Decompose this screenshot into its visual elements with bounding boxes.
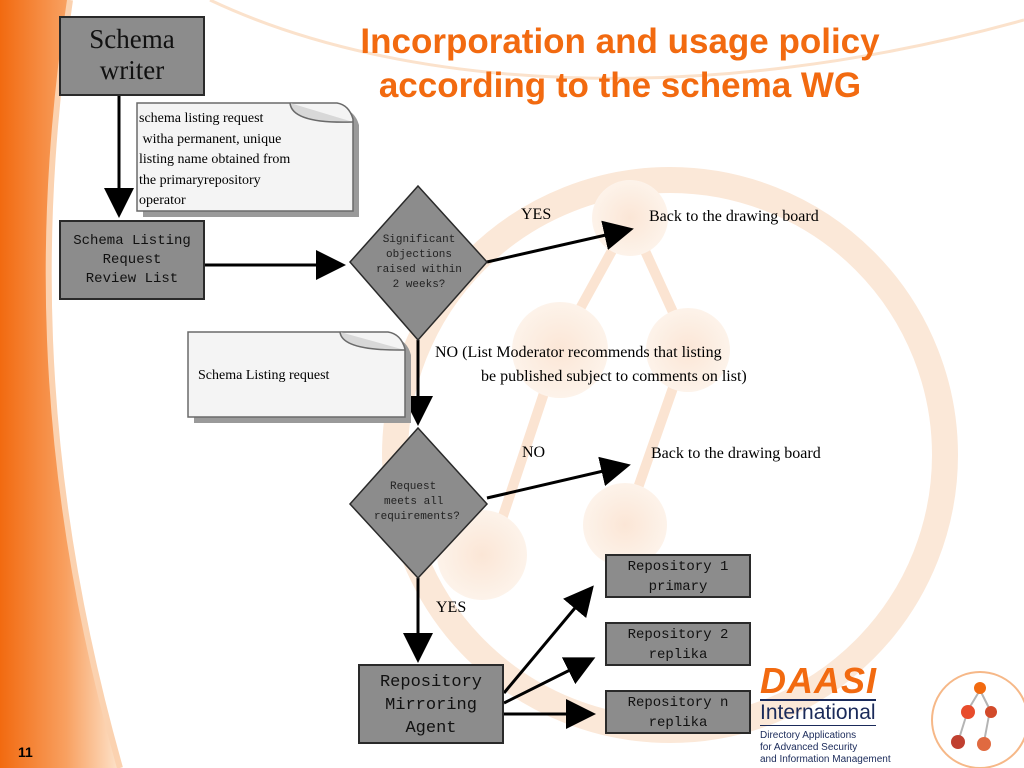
- arrow-decision1-yes: [486, 220, 634, 264]
- mirroring-agent-box: Repository Mirroring Agent: [358, 664, 504, 744]
- schema-writer-line-2: writer: [99, 55, 165, 85]
- logo-tree-icon: [931, 671, 1024, 768]
- top-curve: [209, 0, 1024, 80]
- decision-requirements-line-2: meets all: [384, 496, 444, 508]
- decision-objections-shape: [348, 184, 489, 342]
- listing-request-note-line-2: witha permanent, unique: [139, 131, 282, 147]
- slide-title-line-1: Incorporation and usage policy: [360, 22, 880, 61]
- logo-tagline-line-3: and Information Management: [760, 754, 891, 765]
- decision-objections-label: Significant objections raised within 2 w…: [355, 233, 483, 293]
- repository-primary-line-1: Repository 1: [627, 559, 729, 575]
- repository-replika-n-line-2: replika: [648, 715, 708, 731]
- arrow-agent-to-repo2: [503, 657, 596, 705]
- repository-replika-2-line-1: Repository 2: [627, 627, 729, 643]
- review-list-line-1: Schema Listing: [73, 233, 191, 249]
- arrow-agent-to-repo1: [502, 585, 594, 694]
- repository-primary-line-2: primary: [648, 579, 708, 595]
- review-list-box: Schema Listing Request Review List: [59, 220, 205, 300]
- back-to-drawing-board-1: Back to the drawing board: [649, 208, 819, 225]
- listing-request-note: schema listing request witha permanent, …: [139, 109, 290, 212]
- logo-tagline-line-2: for Advanced Security: [760, 742, 858, 753]
- no-label-2: NO: [522, 444, 546, 461]
- slide-title: Incorporation and usage policy according…: [300, 20, 940, 108]
- repository-replika-2-line-2: replika: [648, 647, 708, 663]
- daasi-logo: DAASI International Directory Applicatio…: [760, 663, 950, 766]
- slide-number: 11: [18, 744, 33, 760]
- logo-tagline-line-1: Directory Applications: [760, 730, 857, 741]
- repository-replika-n-box: Repository n replika: [605, 690, 751, 734]
- decision-objections-line-3: raised within: [376, 264, 462, 276]
- listing-request-note-shape: [136, 102, 359, 217]
- schema-writer-line-1: Schema: [89, 24, 175, 54]
- logo-subname: International: [760, 699, 876, 726]
- yes-label-2: YES: [436, 599, 467, 616]
- orange-swoosh: [0, 0, 120, 768]
- slide-title-line-2: according to the schema WG: [378, 66, 862, 105]
- mirroring-agent-line-1: Repository: [379, 673, 483, 692]
- repository-primary-box: Repository 1 primary: [605, 554, 751, 598]
- mirroring-agent-line-2: Mirroring: [385, 696, 477, 715]
- logo-tagline: Directory Applications for Advanced Secu…: [760, 730, 950, 766]
- listing-request-doc-shape: [187, 331, 411, 423]
- orange-swoosh-edge: [45, 0, 123, 768]
- listing-request-note-line-5: operator: [139, 193, 186, 208]
- decision-requirements-line-1: Request: [390, 481, 437, 493]
- decision-requirements-shape: [348, 426, 489, 580]
- review-list-line-3: Review List: [85, 271, 179, 287]
- listing-request-note-line-4: the primaryrepository: [139, 172, 261, 188]
- arrow-decision2-no: [486, 456, 631, 500]
- repository-replika-2-box: Repository 2 replika: [605, 622, 751, 666]
- decision-objections-line-2: objections: [385, 249, 452, 261]
- review-list-line-2: Request: [102, 252, 162, 268]
- listing-request-note-line-3: listing name obtained from: [139, 152, 291, 167]
- listing-request-note-line-1: schema listing request: [139, 111, 264, 126]
- logo-name: DAASI: [760, 660, 878, 701]
- schema-writer-box: Schema writer: [59, 16, 205, 96]
- mirroring-agent-line-3: Agent: [405, 719, 457, 738]
- listing-request-doc: Schema Listing request: [198, 368, 330, 383]
- decision-requirements-line-3: requirements?: [374, 511, 460, 523]
- decision-objections-line-1: Significant: [382, 234, 456, 246]
- yes-label-1: YES: [521, 206, 552, 223]
- repository-replika-n-line-1: Repository n: [627, 695, 729, 711]
- no-label-1-continued: be published subject to comments on list…: [481, 368, 747, 385]
- decision-objections-line-4: 2 weeks?: [392, 279, 446, 291]
- no-label-1: NO (List Moderator recommends that listi…: [435, 344, 722, 361]
- decision-requirements-label: Request meets all requirements?: [358, 480, 486, 525]
- back-to-drawing-board-2: Back to the drawing board: [651, 445, 821, 462]
